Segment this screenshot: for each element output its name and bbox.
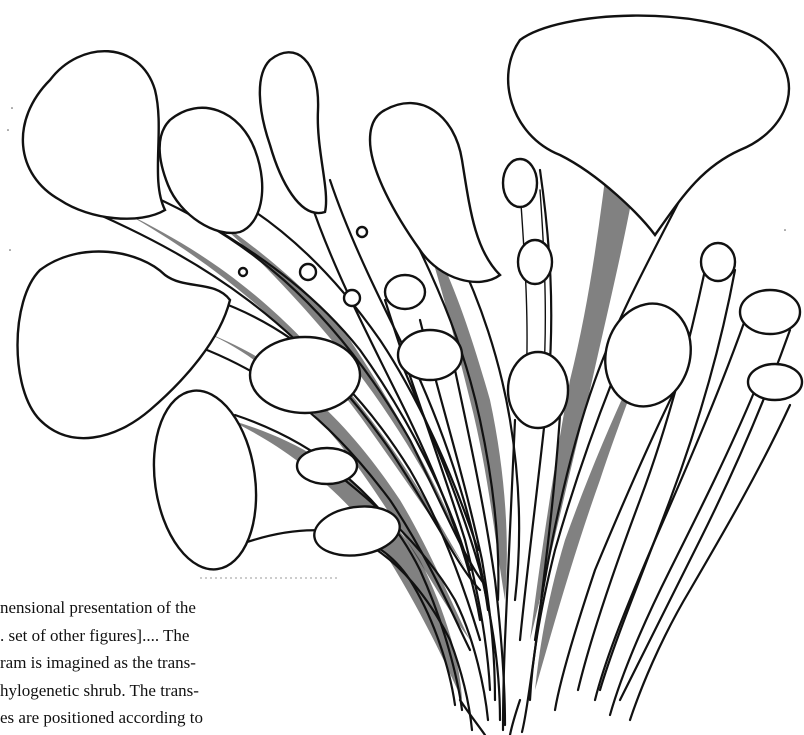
circle-tiny-1 [300,264,316,280]
caption-line: hylogenetic shrub. The trans- [0,677,340,705]
circle-tiny-2 [344,290,360,306]
ellipse-lower-center-1 [297,448,357,484]
blob-top-right-large [508,16,789,235]
caption-line: nensional presentation of the [0,594,340,622]
ellipse-right-3 [748,364,802,400]
ellipse-center-small [398,330,462,380]
ellipse-column-mid [518,240,552,284]
ellipse-right-mid [594,294,702,416]
ellipse-lower-left-cylinder [143,384,267,576]
ellipse-center-left [250,337,360,413]
caption-line: . set of other figures].... The [0,622,340,650]
caption-line: es are positioned according to [0,704,340,732]
circle-tiny-4 [239,268,247,276]
blob-top-left [23,51,165,219]
ellipse-right-2 [740,290,800,334]
ellipse-right-top [701,243,735,281]
ellipse-center-tiny [385,275,425,309]
figure-caption: nensional presentation of the . set of o… [0,594,340,732]
blob-top-left-2 [160,108,263,233]
ellipse-column-bottom [508,352,568,428]
caption-line: ram is imagined as the trans- [0,649,340,677]
blob-tall-narrow [260,52,326,213]
ellipse-column-top [503,159,537,207]
shrub-blobs [18,16,803,576]
circle-tiny-3 [357,227,367,237]
blob-center-tall [370,103,500,282]
